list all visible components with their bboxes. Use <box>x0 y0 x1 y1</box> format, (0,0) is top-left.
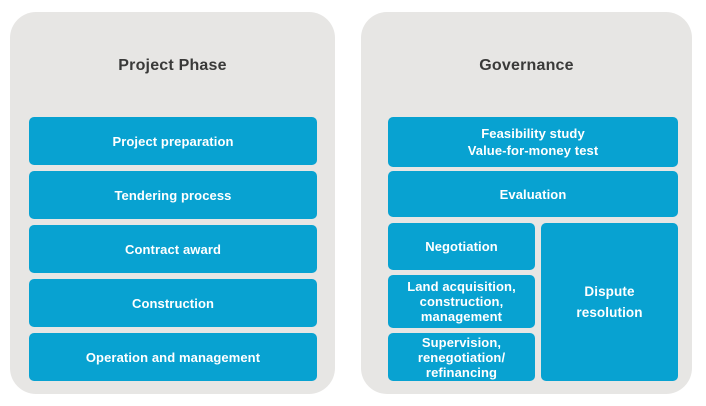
box-negotiation: Negotiation <box>388 223 535 270</box>
governance-stack: Feasibility study Value-for-money test E… <box>361 117 692 381</box>
box-evaluation: Evaluation <box>388 171 678 217</box>
box-feasibility-study: Feasibility study Value-for-money test <box>388 117 678 167</box>
box-dispute-resolution: Dispute resolution <box>541 223 678 381</box>
box-supervision-renegotiation: Supervision, renegotiation/ refinancing <box>388 333 535 381</box>
box-construction: Construction <box>29 279 317 327</box>
governance-panel: Governance Feasibility study Value-for-m… <box>361 12 692 394</box>
box-operation-management: Operation and management <box>29 333 317 381</box>
box-tendering-process: Tendering process <box>29 171 317 219</box>
governance-title: Governance <box>479 57 574 74</box>
project-phase-panel: Project Phase Project preparation Tender… <box>10 12 335 394</box>
governance-left-column: Negotiation Land acquisition, constructi… <box>388 223 535 381</box>
project-phase-stack: Project preparation Tendering process Co… <box>10 117 335 381</box>
governance-bottom-row: Negotiation Land acquisition, constructi… <box>388 223 678 381</box>
box-project-preparation: Project preparation <box>29 117 317 165</box>
box-contract-award: Contract award <box>29 225 317 273</box>
project-phase-title: Project Phase <box>118 57 227 74</box>
box-land-acquisition: Land acquisition, construction, manageme… <box>388 275 535 328</box>
